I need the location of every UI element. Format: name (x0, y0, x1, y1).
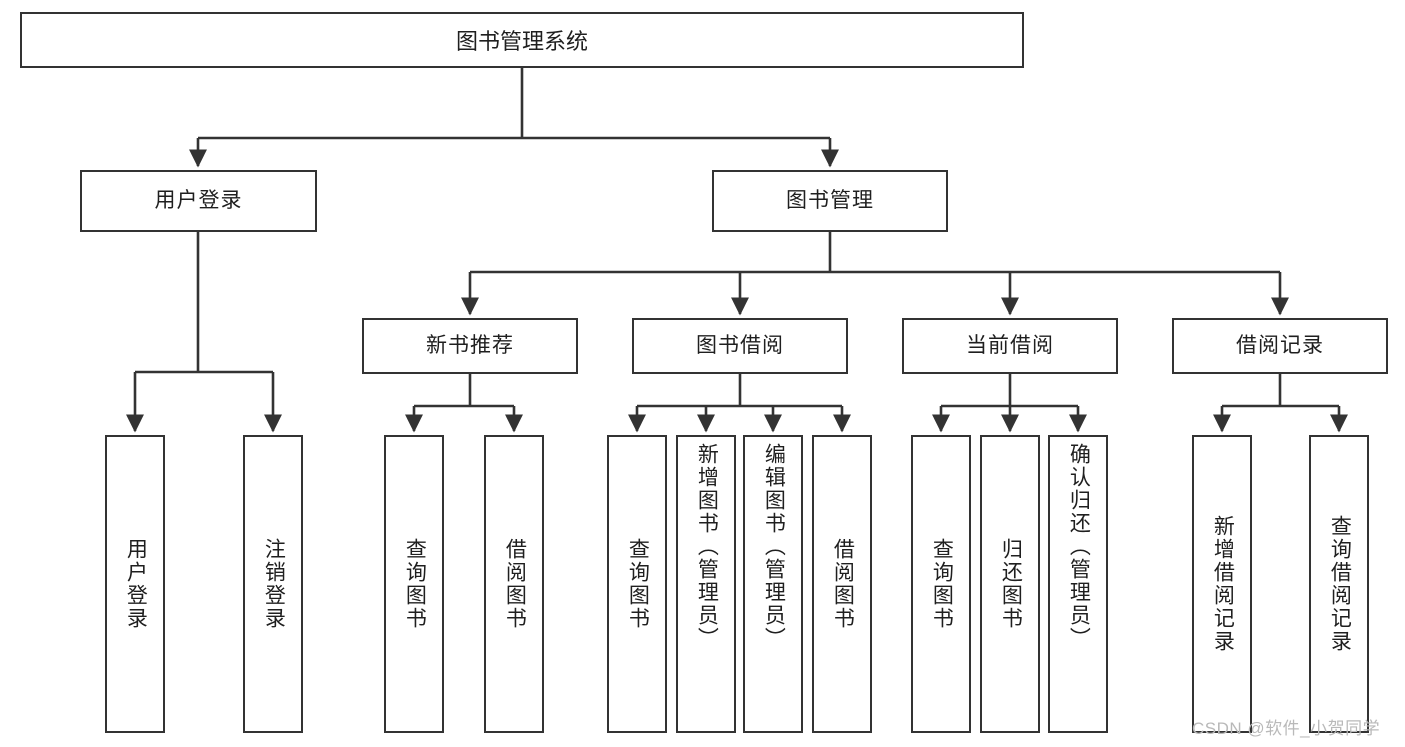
node-book-borrowing[interactable]: 图书借阅 (632, 318, 848, 374)
leaf-text-wrap: 确认归还（管理员） (1050, 437, 1106, 737)
node-book-management[interactable]: 图书管理 (712, 170, 948, 232)
leaf-text-wrap: 借阅图书 (486, 437, 542, 731)
node-current-borrowing[interactable]: 当前借阅 (902, 318, 1118, 374)
node-new-book-recommendation[interactable]: 新书推荐 (362, 318, 578, 374)
node-label: 用户登录 (154, 189, 243, 213)
node-label: 当前借阅 (966, 334, 1054, 358)
node-label: 用户登录 (124, 538, 148, 630)
leaf-text-wrap: 查询图书 (913, 437, 969, 731)
leaf-text-wrap: 注销登录 (245, 437, 301, 731)
node-label: 借阅图书 (831, 538, 855, 630)
leaf-text-wrap: 新增图书（管理员） (678, 437, 734, 737)
node-leaf-search-books-new[interactable]: 查询图书 (384, 435, 444, 733)
node-label: 查询借阅记录 (1328, 515, 1352, 653)
node-leaf-borrow-books[interactable]: 借阅图书 (812, 435, 872, 733)
node-label: 借阅记录 (1236, 334, 1324, 358)
node-label: 图书管理 (786, 189, 874, 213)
node-label: 确认归还（管理员） (1067, 443, 1091, 650)
watermark: CSDN @软件_小贺同学 (1192, 719, 1381, 738)
node-label: 注销登录 (262, 538, 286, 630)
node-label: 新增借阅记录 (1211, 515, 1235, 653)
node-leaf-search-borrow-record[interactable]: 查询借阅记录 (1309, 435, 1369, 733)
node-label: 图书借阅 (696, 334, 784, 358)
node-leaf-return-books[interactable]: 归还图书 (980, 435, 1040, 733)
node-leaf-user-login[interactable]: 用户登录 (105, 435, 165, 733)
node-leaf-add-book-admin[interactable]: 新增图书（管理员） (676, 435, 736, 733)
node-label: 查询图书 (626, 538, 650, 630)
node-leaf-edit-book-admin[interactable]: 编辑图书（管理员） (743, 435, 803, 733)
leaf-text-wrap: 新增借阅记录 (1194, 437, 1250, 731)
node-leaf-add-borrow-record[interactable]: 新增借阅记录 (1192, 435, 1252, 733)
node-user-login[interactable]: 用户登录 (80, 170, 317, 232)
node-label: 查询图书 (403, 538, 427, 630)
leaf-text-wrap: 查询借阅记录 (1311, 437, 1367, 731)
node-label: 图书管理系统 (455, 29, 588, 54)
node-label: 借阅图书 (503, 538, 527, 630)
node-label: 查询图书 (930, 538, 954, 630)
node-label: 编辑图书（管理员） (762, 443, 786, 650)
node-leaf-search-books-borrow[interactable]: 查询图书 (607, 435, 667, 733)
node-label: 归还图书 (999, 538, 1023, 630)
leaf-text-wrap: 用户登录 (107, 437, 163, 731)
node-label: 新书推荐 (426, 334, 514, 358)
node-leaf-confirm-return-admin[interactable]: 确认归还（管理员） (1048, 435, 1108, 733)
node-leaf-search-books-current[interactable]: 查询图书 (911, 435, 971, 733)
node-borrow-records[interactable]: 借阅记录 (1172, 318, 1388, 374)
node-leaf-logout[interactable]: 注销登录 (243, 435, 303, 733)
leaf-text-wrap: 查询图书 (386, 437, 442, 731)
node-label: 新增图书（管理员） (695, 443, 719, 650)
leaf-text-wrap: 查询图书 (609, 437, 665, 731)
node-leaf-borrow-books-new[interactable]: 借阅图书 (484, 435, 544, 733)
leaf-text-wrap: 归还图书 (982, 437, 1038, 731)
leaf-text-wrap: 借阅图书 (814, 437, 870, 731)
node-root-book-management-system[interactable]: 图书管理系统 (20, 12, 1024, 68)
leaf-text-wrap: 编辑图书（管理员） (745, 437, 801, 737)
